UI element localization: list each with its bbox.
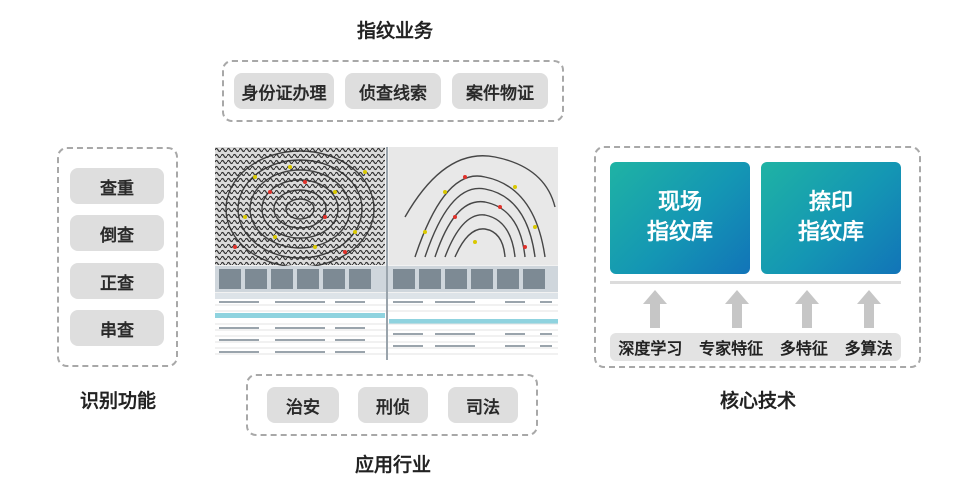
business-item-investigation-lead[interactable]: 侦查线索 bbox=[345, 73, 441, 109]
industries-group bbox=[246, 374, 538, 436]
scene-db-line1: 现场 bbox=[657, 190, 702, 215]
industry-item-public-security[interactable]: 治安 bbox=[267, 387, 339, 423]
function-item-serial-check[interactable]: 串查 bbox=[70, 310, 164, 346]
arrow-up-icon bbox=[725, 290, 749, 328]
scene-fingerprint-db[interactable]: 现场 指纹库 bbox=[610, 162, 750, 274]
techniques-bar: 深度学习 专家特征 多特征 多算法 bbox=[610, 333, 901, 361]
industries-title: 应用行业 bbox=[354, 454, 431, 476]
tenprint-db-line2: 指纹库 bbox=[797, 220, 864, 245]
functions-group bbox=[57, 147, 178, 367]
function-item-reverse-check[interactable]: 倒查 bbox=[70, 215, 164, 251]
technique-expert-features[interactable]: 专家特征 bbox=[699, 339, 764, 358]
arrow-up-icon bbox=[643, 290, 667, 328]
business-item-case-evidence[interactable]: 案件物证 bbox=[452, 73, 548, 109]
industry-item-judiciary[interactable]: 司法 bbox=[448, 387, 518, 423]
core-tech-group bbox=[594, 146, 921, 368]
industry-item-criminal-investigation[interactable]: 刑侦 bbox=[358, 387, 428, 423]
technique-deep-learning[interactable]: 深度学习 bbox=[618, 339, 683, 358]
functions-title: 识别功能 bbox=[79, 390, 156, 412]
technique-multi-feature[interactable]: 多特征 bbox=[779, 339, 828, 358]
arrow-up-icon bbox=[795, 290, 819, 328]
function-item-duplicate-check[interactable]: 查重 bbox=[70, 168, 164, 204]
scene-db-line2: 指纹库 bbox=[646, 220, 713, 245]
fingerprint-software-screenshot bbox=[215, 147, 558, 360]
business-title: 指纹业务 bbox=[356, 20, 433, 42]
arrow-up-icon bbox=[857, 290, 881, 328]
tenprint-db-line1: 捺印 bbox=[808, 190, 853, 215]
core-tech-title: 核心技术 bbox=[719, 390, 796, 412]
business-item-id-card[interactable]: 身份证办理 bbox=[234, 73, 334, 109]
fingerprint-comparison-image bbox=[215, 147, 558, 360]
business-group bbox=[222, 60, 564, 122]
tenprint-fingerprint-db[interactable]: 捺印 指纹库 bbox=[761, 162, 901, 274]
technique-multi-algorithm[interactable]: 多算法 bbox=[844, 339, 893, 358]
function-item-forward-check[interactable]: 正查 bbox=[70, 263, 164, 299]
core-tech-divider bbox=[610, 281, 901, 284]
